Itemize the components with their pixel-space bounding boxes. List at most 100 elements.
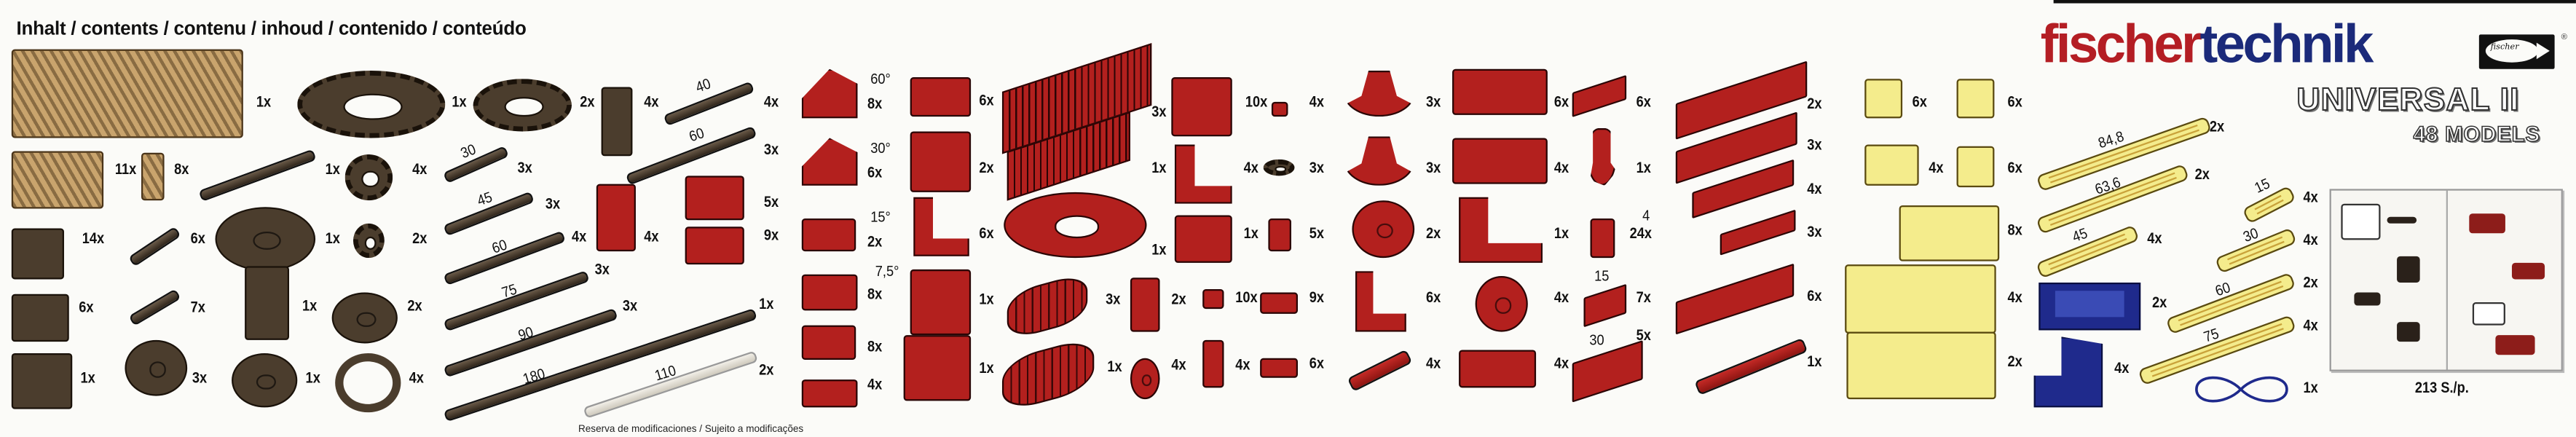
- part-size-label: 15: [1594, 267, 1610, 285]
- worm-shaft-icon: [198, 149, 318, 202]
- part-quantity: 6x: [79, 299, 94, 318]
- part-quantity: 4x: [1807, 181, 1822, 199]
- models-count: 48 MODELS: [2413, 121, 2540, 146]
- part-size-label: 45: [2070, 224, 2090, 245]
- seat-icon: [2033, 336, 2103, 408]
- wheel-icon: [125, 339, 188, 396]
- disc-icon: [1130, 358, 1160, 400]
- part-quantity: 4x: [412, 161, 428, 179]
- part-quantity: 1x: [325, 229, 340, 248]
- part-quantity: 6x: [190, 229, 205, 248]
- frame-block-icon: [1864, 144, 1919, 186]
- hub-cone-icon: [1344, 70, 1415, 117]
- part-size-label: 15°: [870, 208, 891, 226]
- part-quantity: 5x: [763, 194, 779, 212]
- part-quantity: 7x: [190, 299, 205, 318]
- part-size-label: 15: [2252, 175, 2273, 197]
- emblem-text: fischer: [2490, 42, 2519, 53]
- peg-icon: [1590, 219, 1615, 259]
- part-quantity: 1x: [305, 369, 320, 388]
- part-quantity: 1x: [302, 297, 318, 316]
- part-quantity: 2x: [1171, 291, 1186, 310]
- instruction-manual-icon: [2329, 189, 2563, 371]
- part-quantity: 8x: [867, 338, 883, 357]
- small-plate-icon: [1572, 74, 1627, 117]
- bushing-icon: [128, 288, 182, 326]
- post-icon: [1202, 339, 1224, 388]
- part-quantity: 1x: [1807, 353, 1822, 371]
- base-plate-icon: [1720, 209, 1796, 256]
- part-quantity: 1x: [979, 291, 994, 310]
- frame-block-icon: [1864, 79, 1903, 119]
- part-quantity: 5x: [1309, 225, 1325, 243]
- logo-part-technik: technik: [2199, 13, 2374, 74]
- part-quantity: 9x: [763, 227, 779, 245]
- base-plate-icon: [1675, 263, 1795, 335]
- building-block-icon: [11, 294, 69, 342]
- part-size-label: 30: [1589, 331, 1604, 349]
- part-quantity: 3x: [517, 159, 532, 178]
- gear-rack-icon: [11, 49, 243, 138]
- part-quantity: 4x: [2303, 317, 2318, 336]
- part-quantity: 6x: [1553, 93, 1569, 112]
- building-block-icon: [910, 77, 972, 117]
- part-quantity: 10x: [1235, 289, 1258, 307]
- part-quantity: 6x: [1807, 287, 1822, 306]
- manual-illustration: [2397, 322, 2420, 342]
- turntable-icon: [1004, 192, 1147, 259]
- part-quantity: 4x: [644, 228, 659, 247]
- axle-icon: [443, 270, 590, 332]
- cube-block-icon: [903, 335, 972, 401]
- panel-icon: [1845, 264, 1996, 334]
- building-block-icon: [1452, 138, 1548, 184]
- panel-icon: [1899, 205, 2000, 261]
- spacer-icon: [1271, 101, 1288, 117]
- part-quantity: 14x: [82, 229, 105, 248]
- building-block-icon: [1459, 350, 1537, 388]
- part-quantity: 6x: [979, 225, 994, 243]
- part-quantity: 4x: [2114, 359, 2130, 378]
- wheel-icon: [1475, 275, 1528, 332]
- crank-assembly-icon: [215, 207, 316, 272]
- part-quantity: 1x: [80, 369, 95, 388]
- part-quantity: 2x: [2007, 353, 2022, 371]
- part-quantity: 8x: [174, 161, 189, 179]
- part-quantity: 2x: [2209, 118, 2225, 137]
- frame-block-icon: [1956, 146, 1995, 188]
- angle-bracket-icon: [1174, 144, 1232, 204]
- part-quantity: 2x: [407, 297, 422, 316]
- part-quantity: 4x: [409, 369, 424, 388]
- bearing-icon: [1174, 215, 1232, 263]
- manual-illustration: [2354, 292, 2381, 306]
- part-quantity: 3x: [622, 297, 638, 316]
- part-quantity: 8x: [2007, 221, 2022, 240]
- part-quantity: 2x: [580, 93, 595, 112]
- part-quantity: 1x: [1151, 159, 1167, 178]
- part-quantity: 2x: [2151, 294, 2167, 312]
- part-quantity: 3x: [1425, 159, 1441, 178]
- bevel-shaft-icon: [601, 87, 633, 157]
- part-quantity: 6x: [1425, 289, 1441, 307]
- part-quantity: 4x: [1235, 356, 1250, 375]
- part-quantity: 3x: [1106, 291, 1121, 310]
- building-block-icon: [801, 325, 856, 360]
- part-quantity: 1x: [256, 93, 272, 112]
- part-quantity: 3x: [1807, 223, 1822, 242]
- angle-block-icon: [801, 219, 856, 252]
- part-quantity: 4x: [2007, 289, 2022, 307]
- part-quantity: 9x: [1309, 289, 1325, 307]
- strut-icon: [2036, 224, 2140, 279]
- connector-icon: [245, 266, 290, 340]
- manual-illustration: [2341, 203, 2381, 240]
- building-block-icon: [1171, 77, 1232, 137]
- part-size-label: 30°: [870, 139, 891, 157]
- part-quantity: 6x: [2007, 159, 2022, 178]
- rod-icon: [1694, 337, 1808, 395]
- part-quantity: 4x: [1553, 289, 1569, 307]
- part-quantity: 4x: [1553, 355, 1569, 374]
- part-quantity: 4x: [763, 93, 779, 112]
- part-quantity: 5x: [1636, 326, 1651, 345]
- part-quantity: 1x: [1636, 159, 1651, 178]
- bearing-block-icon: [685, 176, 744, 221]
